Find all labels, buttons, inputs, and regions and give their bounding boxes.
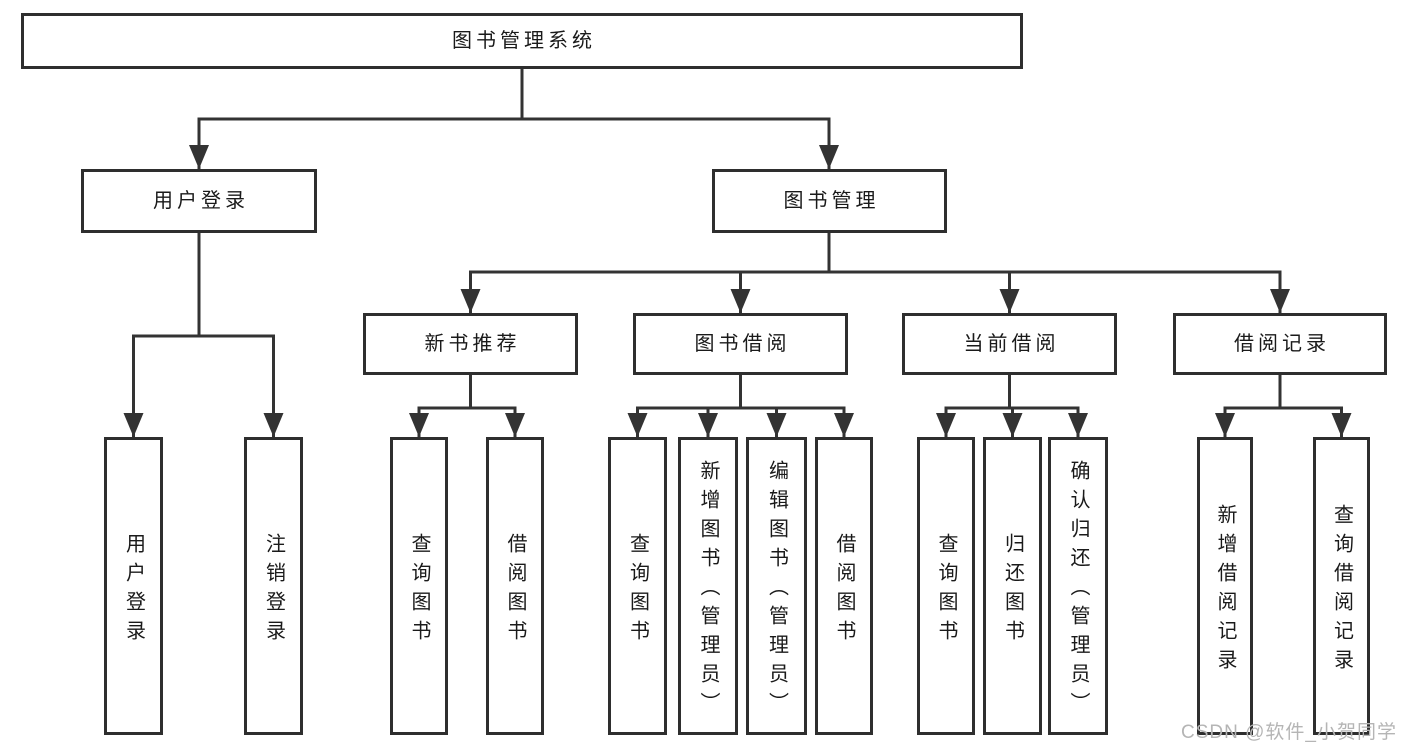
node-new-book-recommend: 新书推荐 xyxy=(363,313,578,375)
leaf-label: 借阅图书 xyxy=(833,532,855,649)
leaf-user-login: 用户登录 xyxy=(104,437,163,735)
node-label: 新书推荐 xyxy=(424,333,521,355)
node-label: 图书管理 xyxy=(783,190,880,212)
leaf-query-books-current: 查询图书 xyxy=(917,437,975,735)
leaf-logout: 注销登录 xyxy=(244,437,303,735)
leaf-edit-books-admin: 编辑图书（管理员） xyxy=(746,437,807,735)
leaf-label: 新增图书（管理员） xyxy=(697,460,719,721)
leaf-label: 新增借阅记录 xyxy=(1214,503,1236,678)
leaf-label: 查询借阅记录 xyxy=(1330,503,1353,678)
connector-borrow-records-branch xyxy=(1215,373,1352,439)
leaf-label: 编辑图书（管理员） xyxy=(765,460,788,721)
leaf-label: 确认归还（管理员） xyxy=(1067,460,1089,721)
node-label: 图书借阅 xyxy=(694,333,791,355)
page-title: 图书管理系统 xyxy=(452,30,596,52)
node-book-management: 图书管理 xyxy=(712,169,947,233)
node-book-borrow: 图书借阅 xyxy=(633,313,848,375)
node-user-login: 用户登录 xyxy=(81,169,317,233)
node-label: 当前借阅 xyxy=(963,333,1060,355)
leaf-label: 查询图书 xyxy=(626,532,649,649)
connector-user-login-branch xyxy=(123,231,284,439)
watermark: CSDN @软件_小贺同学 xyxy=(1181,722,1397,743)
leaf-query-books-borrow: 查询图书 xyxy=(608,437,667,735)
connector-book-borrow-branch xyxy=(627,373,854,439)
leaf-query-borrow-record: 查询借阅记录 xyxy=(1313,437,1370,735)
node-current-borrow: 当前借阅 xyxy=(902,313,1117,375)
leaf-add-borrow-record: 新增借阅记录 xyxy=(1197,437,1253,735)
leaf-label: 注销登录 xyxy=(262,532,285,649)
connector-new-book-recommend-branch xyxy=(409,373,525,439)
leaf-query-books-recommend: 查询图书 xyxy=(390,437,448,735)
connector-current-borrow-branch xyxy=(936,373,1088,439)
connector-root-to-level2 xyxy=(189,67,839,171)
node-borrow-records: 借阅记录 xyxy=(1173,313,1387,375)
leaf-return-books: 归还图书 xyxy=(983,437,1042,735)
node-label: 借阅记录 xyxy=(1234,333,1330,355)
leaf-label: 查询图书 xyxy=(408,532,430,649)
leaf-label: 归还图书 xyxy=(1001,532,1024,649)
connector-book-management-branch xyxy=(460,231,1290,315)
leaf-borrow-books-recommend: 借阅图书 xyxy=(486,437,544,735)
leaf-add-books-admin: 新增图书（管理员） xyxy=(678,437,738,735)
node-root: 图书管理系统 xyxy=(21,13,1023,69)
leaf-label: 借阅图书 xyxy=(504,532,526,649)
leaf-label: 查询图书 xyxy=(935,532,957,649)
node-label: 用户登录 xyxy=(153,190,249,212)
leaf-label: 用户登录 xyxy=(122,532,145,649)
leaf-borrow-books: 借阅图书 xyxy=(815,437,873,735)
leaf-confirm-return-admin: 确认归还（管理员） xyxy=(1048,437,1108,735)
